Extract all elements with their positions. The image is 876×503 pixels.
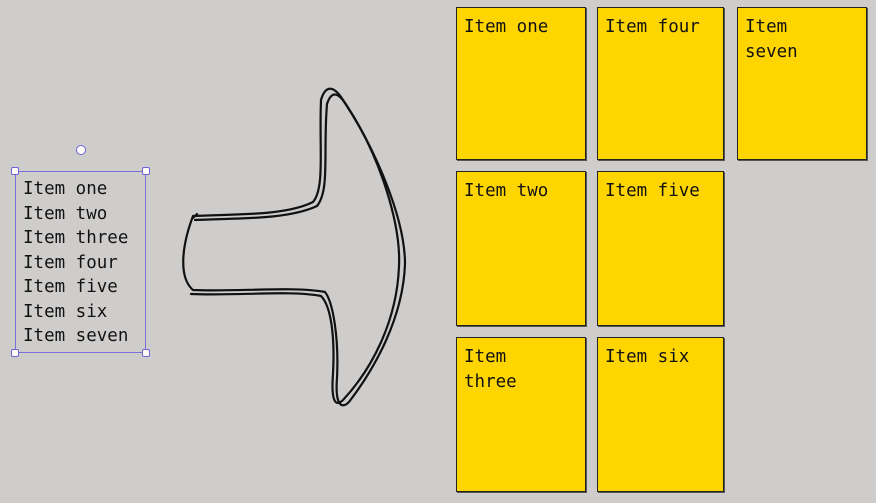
sticky-note-label: Item four	[605, 17, 700, 37]
resize-handle-bottom-left[interactable]	[11, 349, 19, 357]
sticky-note-label: Item six	[605, 347, 690, 367]
arrow-right-icon[interactable]	[175, 78, 415, 413]
sticky-note-label: Item three	[464, 347, 517, 392]
text-line: Item three	[23, 228, 129, 248]
text-line: Item six	[23, 301, 108, 322]
sticky-note-label: Item two	[464, 181, 549, 201]
text-line: Item four	[23, 252, 118, 273]
sticky-note-label: Item one	[464, 17, 549, 37]
resize-handle-top-right[interactable]	[142, 167, 150, 175]
selected-text-element[interactable]: Item one Item two Item three Item four I…	[15, 171, 146, 353]
text-line: Item one	[23, 179, 108, 199]
sticky-note-label: Item seven	[745, 17, 798, 62]
sticky-note[interactable]: Item one	[456, 7, 586, 160]
sticky-note[interactable]: Item seven	[737, 7, 867, 160]
sticky-note[interactable]: Item six	[597, 337, 724, 492]
sticky-note[interactable]: Item three	[456, 337, 586, 492]
text-list: Item one Item two Item three Item four I…	[23, 177, 128, 349]
sticky-note[interactable]: Item five	[597, 171, 724, 326]
sticky-note-label: Item five	[605, 181, 700, 201]
sticky-note[interactable]: Item four	[597, 7, 724, 160]
sticky-note[interactable]: Item two	[456, 171, 586, 326]
rotate-handle[interactable]	[76, 145, 86, 155]
text-line: Item seven	[23, 326, 129, 346]
text-line: Item five	[23, 277, 118, 297]
text-line: Item two	[23, 203, 108, 224]
resize-handle-bottom-right[interactable]	[142, 349, 150, 357]
resize-handle-top-left[interactable]	[11, 167, 19, 175]
